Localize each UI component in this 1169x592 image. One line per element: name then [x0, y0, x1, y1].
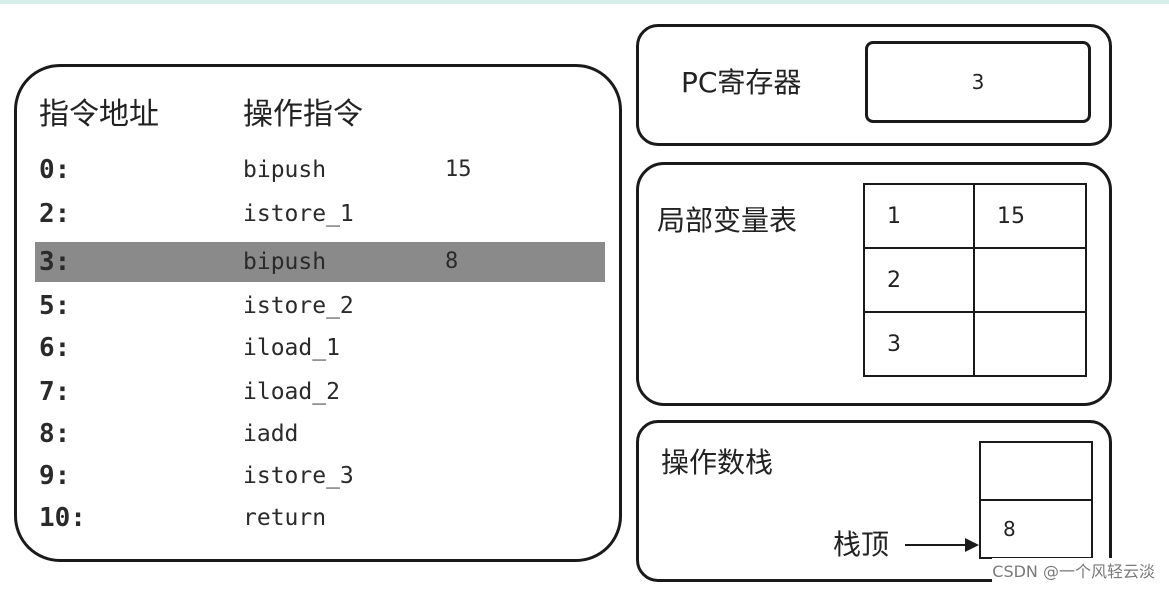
- instruction-opcode: return: [243, 505, 327, 531]
- local-variable-index: 1: [863, 183, 975, 249]
- instruction-opcode: iload_1: [243, 335, 340, 361]
- instruction-row: 7: iload_2: [17, 373, 619, 413]
- local-variable-row: 2: [863, 247, 1087, 313]
- local-variable-value: [973, 311, 1087, 377]
- instruction-address: 8:: [39, 419, 71, 449]
- local-variable-index: 3: [863, 311, 975, 377]
- pc-register-label: PC寄存器: [681, 66, 802, 99]
- pc-register-panel: PC寄存器 3: [636, 24, 1112, 146]
- pc-register-box: 3: [865, 41, 1091, 123]
- operand-stack-label: 操作数栈: [661, 446, 774, 479]
- instruction-opcode: bipush: [243, 249, 327, 275]
- operand-stack-panel: 操作数栈 8 栈顶: [636, 420, 1112, 582]
- instruction-address: 3:: [39, 247, 71, 277]
- instruction-panel: 指令地址 操作指令 0: bipush 15 2: istore_1 3: bi…: [14, 64, 622, 562]
- operand-stack-table: 8: [979, 441, 1093, 559]
- local-variable-row: 3: [863, 311, 1087, 377]
- instruction-opcode: iload_2: [243, 379, 340, 405]
- instruction-opcode: istore_3: [243, 463, 354, 489]
- instruction-address: 0:: [39, 155, 71, 185]
- instruction-row: 5: istore_2: [17, 287, 619, 327]
- instruction-address: 10:: [39, 503, 86, 533]
- local-variable-table: 1 15 2 3: [863, 183, 1087, 377]
- instruction-row: 8: iadd: [17, 415, 619, 455]
- instruction-opcode: iadd: [243, 421, 299, 447]
- instruction-opcode: bipush: [243, 157, 327, 183]
- instruction-opcode: istore_1: [243, 201, 354, 227]
- instruction-row: 0: bipush 15: [17, 151, 619, 191]
- current-instruction-highlight: [35, 242, 605, 282]
- instruction-operand: 15: [445, 157, 472, 182]
- instruction-address: 6:: [39, 333, 71, 363]
- instruction-row: 2: istore_1: [17, 195, 619, 235]
- pc-register-value: 3: [971, 70, 985, 94]
- instruction-header: 操作指令: [243, 97, 363, 132]
- stack-top-arrow: [905, 544, 967, 546]
- instruction-address: 9:: [39, 461, 71, 491]
- instruction-row-highlighted: 3: bipush 8: [17, 243, 619, 283]
- instruction-address: 7:: [39, 377, 71, 407]
- local-variable-value: [973, 247, 1087, 313]
- address-header: 指令地址: [39, 97, 159, 132]
- instruction-opcode: istore_2: [243, 293, 354, 319]
- instruction-address: 5:: [39, 291, 71, 321]
- stack-top-label: 栈顶: [833, 528, 890, 561]
- arrow-head-icon: [965, 538, 979, 552]
- operand-stack-cell-top: 8: [979, 499, 1093, 559]
- watermark: CSDN @一个风轻云淡: [992, 558, 1155, 582]
- local-variable-label: 局部变量表: [657, 204, 798, 237]
- local-variable-row: 1 15: [863, 183, 1087, 249]
- instruction-operand: 8: [445, 249, 459, 274]
- local-variable-panel: 局部变量表 1 15 2 3: [636, 162, 1112, 406]
- local-variable-value: 15: [973, 183, 1087, 249]
- top-divider: [0, 0, 1169, 4]
- instruction-row: 9: istore_3: [17, 457, 619, 497]
- operand-stack-cell: [979, 441, 1093, 501]
- instruction-row: 10: return: [17, 499, 619, 539]
- instruction-address: 2:: [39, 199, 71, 229]
- instruction-row: 6: iload_1: [17, 329, 619, 369]
- local-variable-index: 2: [863, 247, 975, 313]
